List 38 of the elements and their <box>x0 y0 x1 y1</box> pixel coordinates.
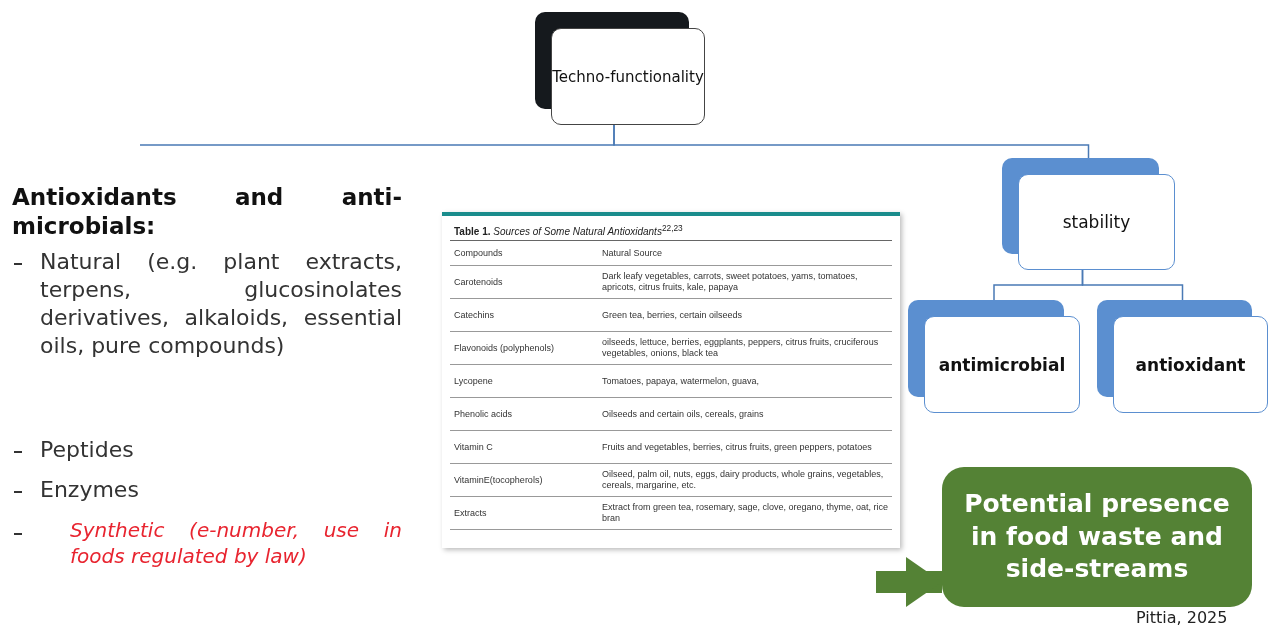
node-text: antioxidant <box>1135 354 1246 375</box>
table-cell: Flavonoids (polyphenols) <box>450 331 598 365</box>
table-cell: Dark leafy vegetables, carrots, sweet potatoes, yams, tomatoes, apricots, citrus fruits, kale, papaya <box>598 265 892 299</box>
list-item: Peptides <box>40 436 135 464</box>
table-cell: VitaminE(tocopherols) <box>450 463 598 497</box>
connector-line <box>613 124 1090 159</box>
node-text: antimicrobial <box>938 354 1066 375</box>
node-text: Potential presence in food waste and side-streams <box>963 488 1231 586</box>
table-cell: Compounds <box>450 241 598 266</box>
table-cell: Fruits and vegetables, berries, citrus fruits, green peppers, potatoes <box>598 430 892 464</box>
list-item: Natural (e.g. plant extracts, terpens, glucosinolates derivatives, alkaloids, essential oils, pure compounds) <box>40 248 402 361</box>
table-cell: Phenolic acids <box>450 397 598 431</box>
table-cell: Lycopene <box>450 364 598 398</box>
table-title: Table 1. Sources of Some Natural Antioxidants$^{22,23}$ <box>450 220 892 242</box>
table-cell: Natural Source <box>598 241 892 266</box>
node-text: stability <box>1062 212 1131 232</box>
heading: Antioxidants and anti-microbials: <box>12 183 402 241</box>
connector-line <box>1081 269 1184 301</box>
table-cell: Catechins <box>450 298 598 332</box>
topic-card <box>1002 158 1175 270</box>
table-cell: Vitamin C <box>450 430 598 464</box>
topic-card <box>908 300 1080 413</box>
table-cell: Extracts <box>450 496 598 530</box>
highlight-box <box>942 467 1252 607</box>
node-text: Techno-functionality <box>552 67 704 86</box>
table-cell: Green tea, berries, certain oilseeds <box>598 298 892 332</box>
table-cell: Tomatoes, papaya, watermelon, guava, <box>598 364 892 398</box>
block-arrow <box>876 557 942 607</box>
table-cell: Extract from green tea, rosemary, sage, clove, oregano, thyme, oat, rice bran <box>598 496 892 530</box>
table-cell: Oilseed, palm oil, nuts, eggs, dairy products, whole grains, vegetables, cereals, margarine, etc. <box>598 463 892 497</box>
topic-card <box>535 12 705 125</box>
table-cell: Carotenoids <box>450 265 598 299</box>
list-item: Synthetic (e-number, use in foods regulated by law) <box>70 518 402 570</box>
list-item: Enzymes <box>40 476 140 504</box>
table-cell: oilseeds, lettuce, berries, eggplants, peppers, citrus fruits, cruciferous vegetables, onions, black tea <box>598 331 892 365</box>
citation: Pittia, 2025 <box>1136 608 1228 627</box>
table-cell: Oilseeds and certain oils, cereals, grains <box>598 397 892 431</box>
topic-card <box>1097 300 1268 413</box>
